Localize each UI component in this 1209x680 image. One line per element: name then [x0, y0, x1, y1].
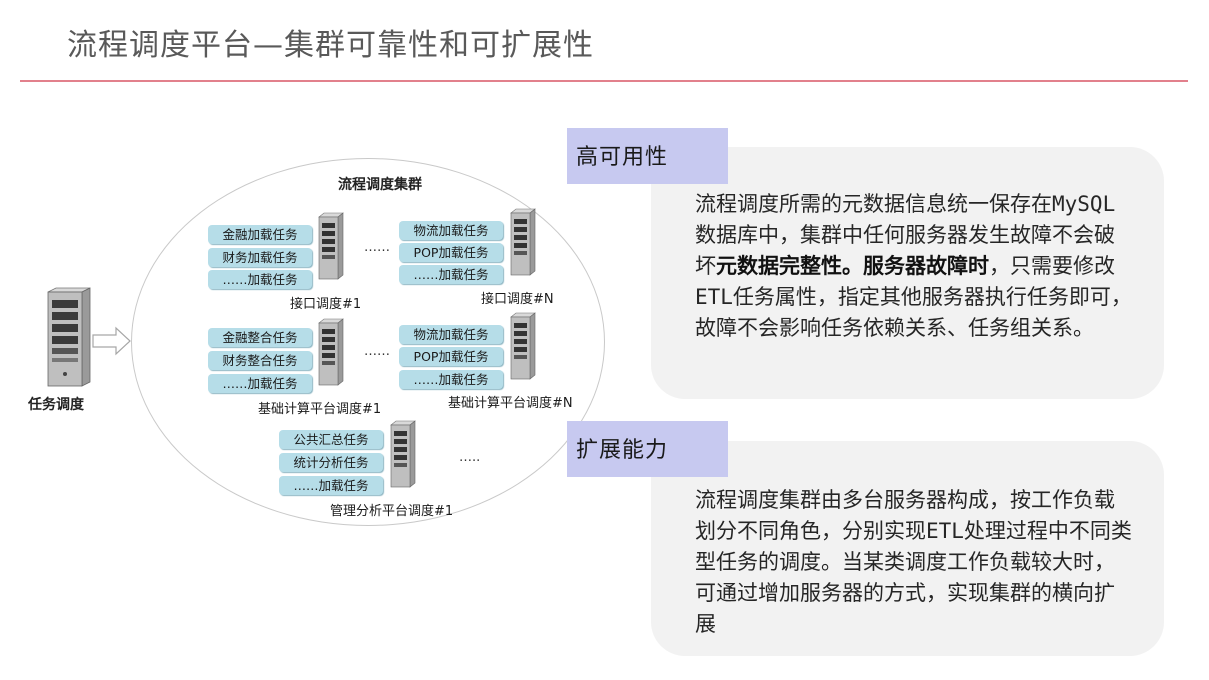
- group-label: 接口调度#N: [481, 292, 554, 307]
- high-availability-text: 流程调度所需的元数据信息统一保存在MySQL数据库中，集群中任何服务器发生故障不…: [695, 189, 1135, 344]
- scalability-card: 流程调度集群由多台服务器构成，按工作负载划分不同角色，分别实现ETL处理过程中不…: [651, 441, 1164, 656]
- arrow-right-icon: [92, 326, 131, 356]
- group-label: 管理分析平台调度#1: [330, 504, 454, 519]
- task-tag: POP加载任务: [399, 347, 503, 366]
- task-tag: ……加载任务: [399, 370, 503, 389]
- scalability-header: 扩展能力: [567, 421, 728, 477]
- server-icon: [318, 212, 344, 280]
- page-title: 流程调度平台—集群可靠性和可扩展性: [67, 28, 594, 63]
- high-availability-text-bold: 元数据完整性。服务器故障时: [716, 254, 989, 278]
- task-tag: 财务加载任务: [208, 248, 312, 267]
- group-label: 基础计算平台调度#N: [448, 396, 573, 411]
- task-tag: ……加载任务: [208, 270, 312, 289]
- dispatcher-label: 任务调度: [28, 397, 84, 413]
- task-tag: ……加载任务: [399, 265, 503, 284]
- group-label: 基础计算平台调度#1: [258, 402, 382, 417]
- group-label: 接口调度#1: [290, 297, 362, 312]
- high-availability-header: 高可用性: [567, 128, 728, 184]
- server-icon: [390, 420, 416, 488]
- ellipsis: ……: [364, 240, 390, 255]
- server-icon: [510, 312, 536, 380]
- high-availability-heading: 高可用性: [576, 145, 669, 170]
- scalability-text: 流程调度集群由多台服务器构成，按工作负载划分不同角色，分别实现ETL处理过程中不…: [695, 488, 1132, 636]
- scalability-heading: 扩展能力: [576, 438, 669, 463]
- high-availability-text-part: ，只需要修改ETL任务属性，指定其他服务器执行任务即可，故障不会影响任务依赖关系…: [695, 254, 1132, 340]
- high-availability-text-part: 流程调度所需的元数据信息统一保存在MySQL数据库中，集群中任何服务器发生故障不…: [695, 192, 1116, 278]
- title-divider: [20, 80, 1188, 82]
- cluster-title: 流程调度集群: [338, 177, 422, 193]
- task-tag: 财务整合任务: [208, 351, 312, 370]
- task-tag: 金融加载任务: [208, 225, 312, 244]
- task-tag: 公共汇总任务: [279, 430, 383, 449]
- dispatcher-server-icon: [47, 287, 91, 387]
- server-icon: [318, 318, 344, 386]
- task-tag: 金融整合任务: [208, 328, 312, 347]
- task-tag: ……加载任务: [208, 374, 312, 393]
- ellipsis: ……: [364, 344, 390, 359]
- task-tag: 统计分析任务: [279, 453, 383, 472]
- ellipsis: …..: [459, 450, 481, 465]
- server-icon: [510, 208, 536, 276]
- high-availability-card: 流程调度所需的元数据信息统一保存在MySQL数据库中，集群中任何服务器发生故障不…: [651, 147, 1164, 399]
- task-tag: POP加载任务: [399, 243, 503, 262]
- task-tag: ……加载任务: [279, 476, 383, 495]
- task-tag: 物流加载任务: [399, 221, 503, 240]
- task-tag: 物流加载任务: [399, 325, 503, 344]
